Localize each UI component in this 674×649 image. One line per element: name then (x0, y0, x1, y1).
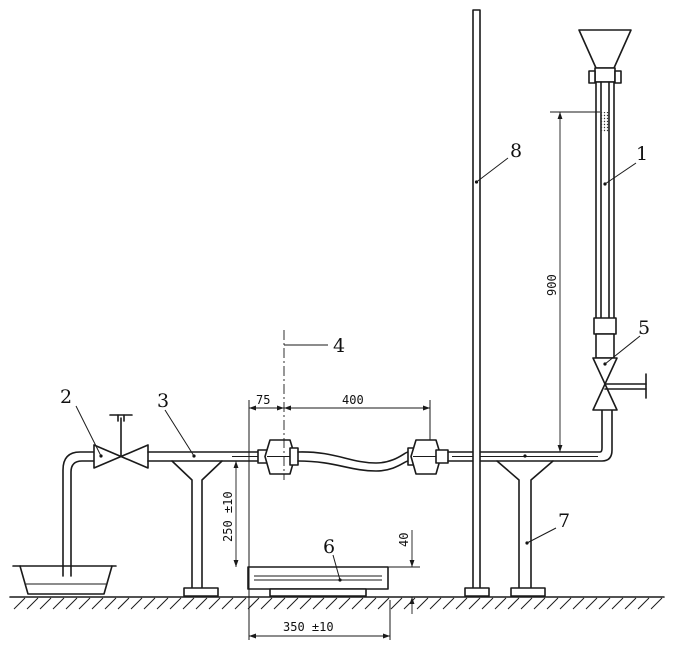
label-4: 4 (333, 335, 345, 357)
label-2: 2 (60, 386, 72, 408)
callout-labels: 1 2 3 4 5 6 7 8 (60, 140, 650, 558)
dimension-lines (220, 111, 600, 640)
dim-40: 40 (397, 533, 411, 547)
test-section (257, 439, 449, 475)
dimension-texts: 75 400 900 40 250 ±10 350 ±10 (221, 274, 559, 634)
rod-8 (464, 9, 490, 597)
pipe-left-segment (147, 451, 261, 462)
valve-2 (93, 414, 149, 469)
leader-lines (75, 157, 641, 581)
dim-350: 350 ±10 (283, 620, 334, 634)
dim-900: 900 (545, 274, 559, 296)
support-3 (171, 454, 223, 597)
ground (9, 596, 665, 610)
dim-400: 400 (342, 393, 364, 407)
container-basin (12, 565, 117, 595)
valve-5 (592, 357, 647, 411)
label-7: 7 (558, 510, 570, 532)
tube-1 (578, 29, 632, 359)
dim-250: 250 ±10 (221, 491, 235, 542)
label-8: 8 (510, 140, 522, 162)
label-5: 5 (638, 317, 650, 339)
tray-6 (247, 566, 389, 597)
dim-75: 75 (256, 393, 270, 407)
inlet-pipe (62, 451, 95, 577)
label-3: 3 (157, 390, 169, 412)
label-1: 1 (636, 143, 648, 165)
label-6: 6 (323, 536, 335, 558)
support-7 (496, 454, 554, 597)
